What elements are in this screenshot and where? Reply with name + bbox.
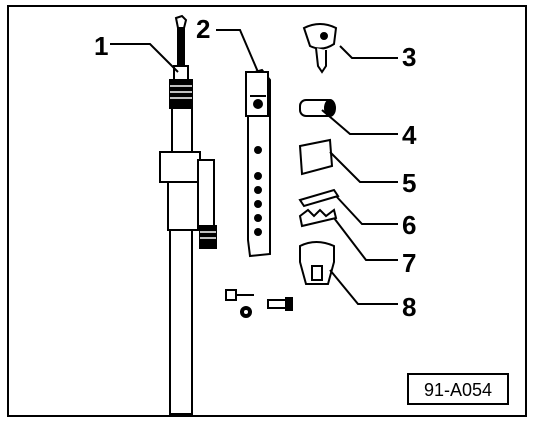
screw-set (225, 289, 293, 318)
callout-4: 4 (402, 120, 417, 150)
diagram-border (7, 5, 527, 417)
perforated-strap (245, 68, 271, 258)
callout-6: 6 (402, 210, 416, 240)
callout-2: 2 (196, 14, 210, 44)
callout-1: 1 (94, 31, 108, 61)
serrated-strip-part (298, 208, 338, 228)
flat-strip-part (298, 188, 340, 208)
key-part (302, 23, 338, 74)
cap-part (299, 241, 335, 285)
callout-3: 3 (402, 42, 416, 72)
callout-leaders (110, 29, 398, 305)
antenna-mast (159, 14, 217, 415)
callout-5: 5 (402, 168, 416, 198)
wedge-part (298, 138, 334, 176)
callout-7: 7 (402, 248, 416, 278)
figure-code: 91-A054 (424, 380, 492, 400)
sleeve-part (299, 99, 336, 117)
callout-8: 8 (402, 292, 416, 322)
figure-code-box (407, 373, 509, 405)
